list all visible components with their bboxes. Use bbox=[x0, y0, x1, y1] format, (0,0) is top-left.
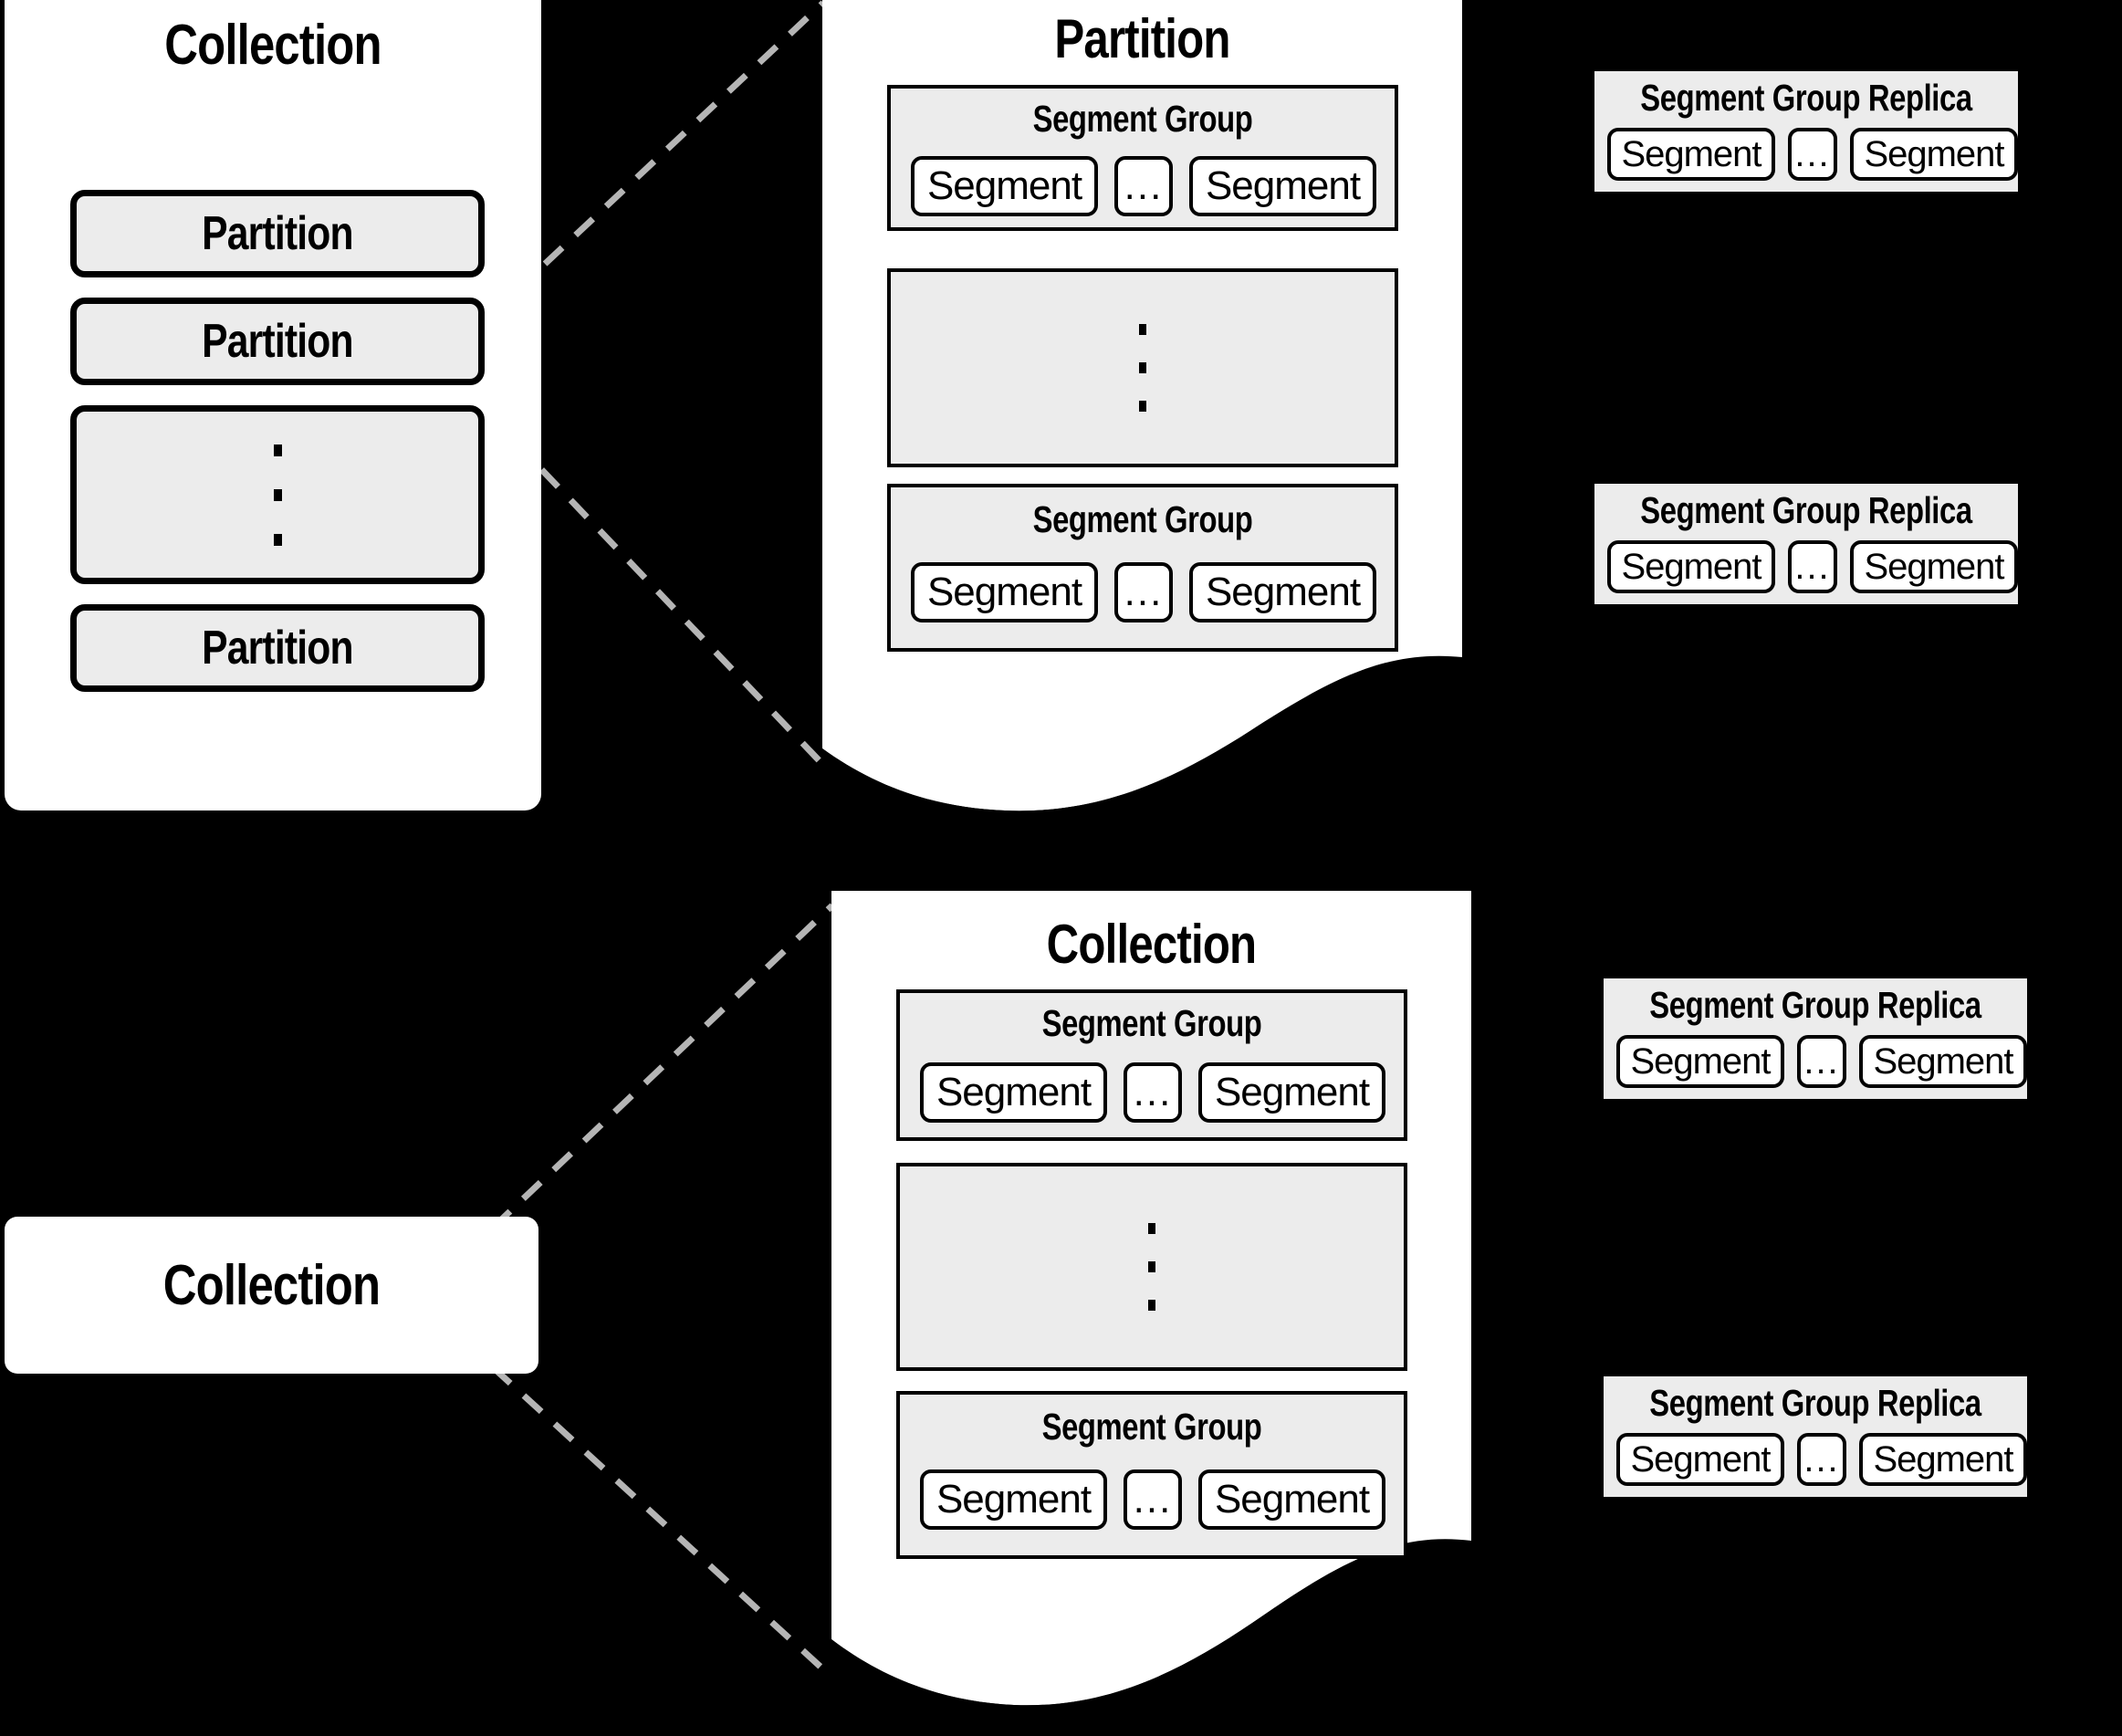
segment-box[interactable]: Segment bbox=[1198, 1469, 1385, 1530]
segment-box[interactable]: Segment bbox=[1850, 128, 2018, 181]
segment-box[interactable]: Segment bbox=[1607, 540, 1775, 593]
segment-group-title: Segment Group bbox=[1032, 498, 1253, 540]
segment-ellipsis-box: ... bbox=[1124, 1062, 1182, 1123]
segment-group-replica-2[interactable]: Segment Group Replica Segment ... Segmen… bbox=[1594, 484, 2018, 604]
partition-panel-torn-edge bbox=[822, 639, 1462, 821]
collection-panel-torn-edge bbox=[831, 1515, 1471, 1734]
segment-group-ellipsis-block bbox=[887, 268, 1398, 467]
segment-box[interactable]: Segment bbox=[911, 562, 1098, 622]
segment-box[interactable]: Segment bbox=[1616, 1433, 1784, 1486]
collection-segment-group-2[interactable]: Segment Group Segment ... Segment bbox=[896, 1391, 1407, 1559]
partition-row-1[interactable]: Partition bbox=[70, 190, 485, 277]
segment-box[interactable]: Segment bbox=[1189, 156, 1376, 216]
segment-row: Segment ... Segment bbox=[1607, 540, 2018, 593]
segment-group-replica-title: Segment Group Replica bbox=[1649, 1382, 1981, 1424]
segment-box[interactable]: Segment bbox=[920, 1469, 1107, 1530]
segment-group-replica-title: Segment Group Replica bbox=[1640, 77, 1972, 119]
partition-row-label: Partition bbox=[202, 622, 353, 675]
collection-bottom-title: Collection bbox=[162, 1254, 381, 1317]
segment-row: Segment ... Segment bbox=[1607, 128, 2018, 181]
segment-box[interactable]: Segment bbox=[1189, 562, 1376, 622]
segment-box[interactable]: Segment bbox=[920, 1062, 1107, 1123]
segment-group-replica-title: Segment Group Replica bbox=[1640, 489, 1972, 531]
segment-box[interactable]: Segment bbox=[1616, 1035, 1784, 1088]
segment-row: Segment ... Segment bbox=[1616, 1433, 2027, 1486]
segment-ellipsis-box: ... bbox=[1797, 1433, 1846, 1486]
segment-group-2[interactable]: Segment Group Segment ... Segment bbox=[887, 484, 1398, 652]
collection-box-top[interactable]: Collection Partition Partition Partition bbox=[5, 0, 541, 810]
segment-ellipsis-box: ... bbox=[1114, 562, 1173, 622]
segment-group-title: Segment Group bbox=[1041, 1406, 1262, 1448]
segment-ellipsis-box: ... bbox=[1788, 540, 1837, 593]
segment-ellipsis-box: ... bbox=[1114, 156, 1173, 216]
partition-row-ellipsis bbox=[70, 405, 485, 584]
segment-box[interactable]: Segment bbox=[1859, 1035, 2027, 1088]
vertical-ellipsis-icon bbox=[1139, 324, 1146, 412]
collection-panel-title: Collection bbox=[1046, 914, 1257, 975]
segment-ellipsis-box: ... bbox=[1124, 1469, 1182, 1530]
segment-row: Segment ... Segment bbox=[920, 1469, 1385, 1530]
segment-box[interactable]: Segment bbox=[1850, 540, 2018, 593]
vertical-ellipsis-icon bbox=[1148, 1223, 1155, 1311]
segment-row: Segment ... Segment bbox=[911, 156, 1376, 216]
segment-group-title: Segment Group bbox=[1041, 1002, 1262, 1044]
vertical-ellipsis-icon bbox=[273, 444, 282, 546]
segment-group-1[interactable]: Segment Group Segment ... Segment bbox=[887, 85, 1398, 231]
collection-segment-group-replica-1[interactable]: Segment Group Replica Segment ... Segmen… bbox=[1604, 978, 2027, 1099]
partition-panel-title: Partition bbox=[1054, 8, 1230, 69]
partition-row-3[interactable]: Partition bbox=[70, 604, 485, 692]
collection-top-title: Collection bbox=[164, 14, 382, 77]
segment-group-title: Segment Group bbox=[1032, 98, 1253, 140]
segment-group-replica-1[interactable]: Segment Group Replica Segment ... Segmen… bbox=[1594, 71, 2018, 192]
partition-row-label: Partition bbox=[202, 207, 353, 260]
partition-row-2[interactable]: Partition bbox=[70, 298, 485, 385]
partition-row-label: Partition bbox=[202, 315, 353, 368]
segment-row: Segment ... Segment bbox=[920, 1062, 1385, 1123]
collection-segment-group-replica-2[interactable]: Segment Group Replica Segment ... Segmen… bbox=[1604, 1376, 2027, 1497]
segment-ellipsis-box: ... bbox=[1788, 128, 1837, 181]
connector-collection-top bbox=[490, 903, 835, 1230]
connector-collection-bottom bbox=[490, 1365, 835, 1680]
segment-row: Segment ... Segment bbox=[911, 562, 1376, 622]
segment-box[interactable]: Segment bbox=[911, 156, 1098, 216]
collection-box-bottom[interactable]: Collection bbox=[5, 1217, 538, 1374]
segment-ellipsis-box: ... bbox=[1797, 1035, 1846, 1088]
segment-box[interactable]: Segment bbox=[1859, 1433, 2027, 1486]
segment-group-replica-title: Segment Group Replica bbox=[1649, 984, 1981, 1026]
segment-box[interactable]: Segment bbox=[1607, 128, 1775, 181]
collection-segment-group-ellipsis-block bbox=[896, 1163, 1407, 1371]
collection-segment-group-1[interactable]: Segment Group Segment ... Segment bbox=[896, 989, 1407, 1141]
segment-box[interactable]: Segment bbox=[1198, 1062, 1385, 1123]
segment-row: Segment ... Segment bbox=[1616, 1035, 2027, 1088]
